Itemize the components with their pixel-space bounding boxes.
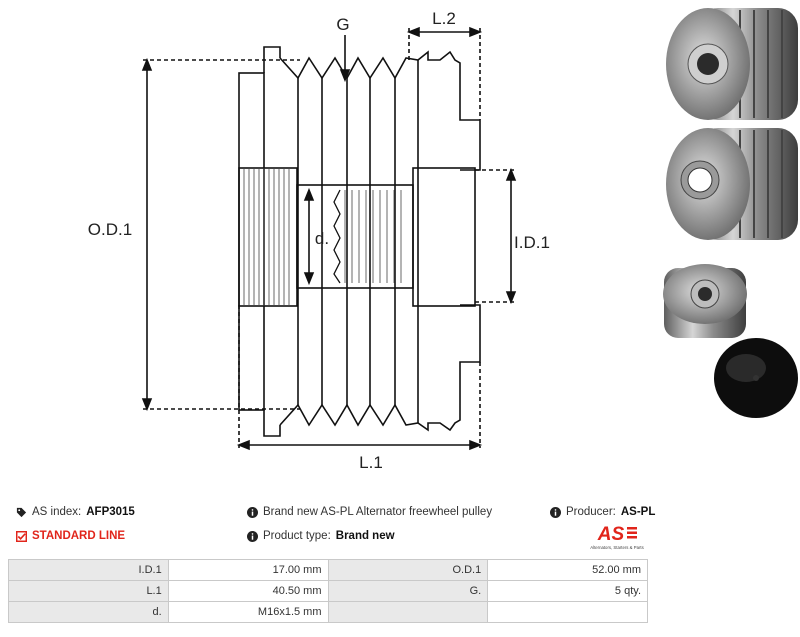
spline-hub: [238, 167, 298, 307]
product-photos: [663, 8, 798, 418]
protective-cap-photo: [714, 338, 798, 418]
dim-label-d: d.: [315, 229, 329, 248]
spec-value: 17.00 mm: [167, 559, 329, 581]
producer-label: Producer:: [566, 506, 616, 518]
spec-label: L.1: [8, 580, 169, 602]
spec-value: 5 qty.: [487, 580, 648, 602]
product-type-label: Product type:: [263, 530, 331, 542]
dim-label-id1: I.D.1: [514, 233, 550, 252]
specs-table: I.D.1 17.00 mm O.D.1 52.00 mm L.1 40.50 …: [8, 559, 648, 623]
spec-value: 40.50 mm: [167, 580, 329, 602]
pulley-technical-drawing: G L.2 O.D.1 d. I.D.1 L.1: [88, 9, 550, 472]
description: Brand new AS-PL Alternator freewheel pul…: [247, 506, 492, 518]
description-text: Brand new AS-PL Alternator freewheel pul…: [263, 506, 493, 518]
pulley-photo-rear: [666, 128, 798, 240]
pulley-grooves-bottom: [279, 304, 481, 432]
table-row: L.1 40.50 mm G. 5 qty.: [8, 580, 648, 602]
dim-label-od1: O.D.1: [88, 220, 132, 239]
spec-value: 52.00 mm: [487, 559, 648, 581]
table-row: d. M16x1.5 mm: [8, 601, 648, 623]
product-type-value: Brand new: [335, 530, 395, 542]
producer: Producer: AS-PL: [550, 506, 655, 518]
spec-label: G.: [327, 580, 489, 602]
as-pl-logo: AS Alternators, Starters & Parts: [590, 524, 644, 550]
table-row: I.D.1 17.00 mm O.D.1 52.00 mm: [8, 559, 648, 581]
as-index: AS index: AFP3015: [16, 506, 135, 518]
dim-label-g: G: [336, 15, 349, 34]
pulley-photo-angled: [663, 264, 747, 338]
info-icon: [550, 506, 561, 518]
dim-label-l1: L.1: [359, 453, 383, 472]
standard-line-text: STANDARD LINE: [32, 530, 126, 542]
spec-value: [487, 601, 648, 623]
thread-profile: [333, 189, 341, 284]
product-type: Product type: Brand new: [247, 530, 395, 542]
info-icon: [247, 530, 258, 542]
pulley-grooves-top: [279, 50, 481, 171]
svg-text:Alternators, Starters & Parts: Alternators, Starters & Parts: [590, 545, 644, 550]
outer-sleeve: [412, 167, 476, 307]
spec-label: O.D.1: [327, 559, 489, 581]
spec-label: [327, 601, 489, 623]
svg-text:AS: AS: [597, 524, 625, 545]
standard-line: STANDARD LINE: [16, 530, 125, 542]
dim-label-l2: L.2: [432, 9, 456, 28]
producer-value: AS-PL: [620, 506, 656, 518]
pulley-photo-front: [666, 8, 798, 120]
spec-label: d.: [8, 601, 169, 623]
tag-icon: [16, 507, 27, 517]
info-icon: [247, 506, 258, 518]
pulley-bottom-rim: [263, 410, 281, 437]
as-index-label: AS index:: [32, 506, 82, 518]
checkbox-checked-icon: [16, 530, 27, 542]
spec-value: M16x1.5 mm: [167, 601, 329, 623]
pulley-left-flange: [238, 72, 265, 411]
as-index-value: AFP3015: [86, 506, 135, 518]
spec-label: I.D.1: [8, 559, 169, 581]
